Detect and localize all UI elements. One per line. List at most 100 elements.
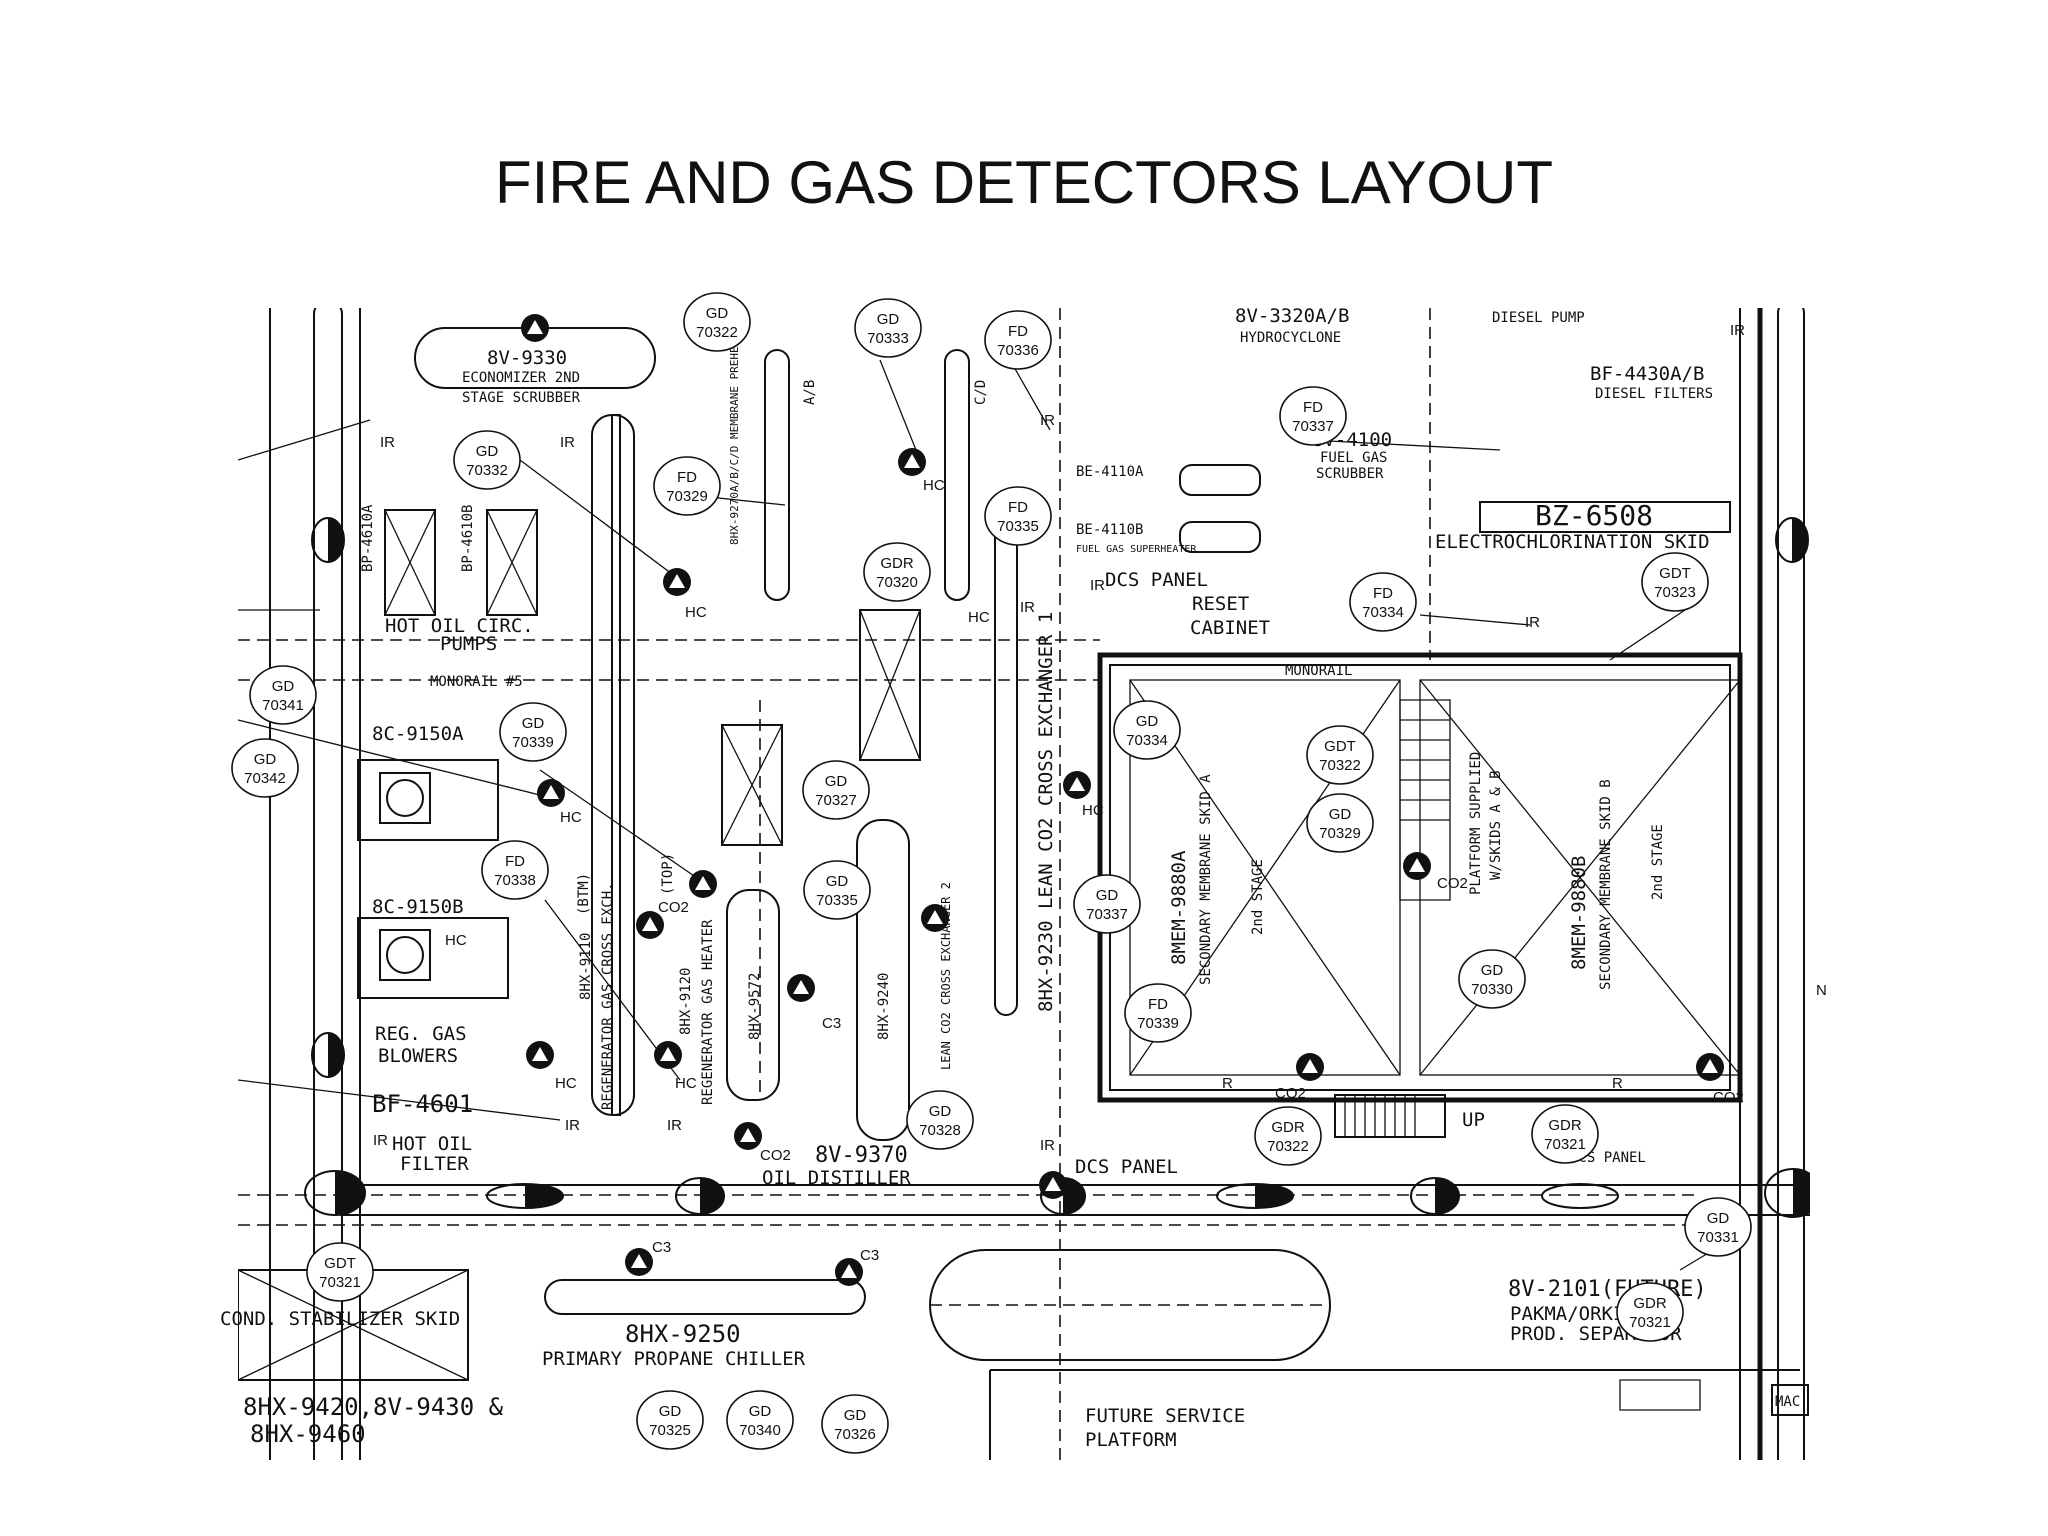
tag-n: N xyxy=(1816,982,1827,999)
label-scrubber: SCRUBBER xyxy=(1316,466,1384,482)
detector-type: GD xyxy=(1329,806,1352,823)
label-reset: RESET xyxy=(1192,593,1249,615)
detector-id: 70326 xyxy=(834,1426,876,1443)
detector-type: GD xyxy=(272,678,295,695)
detector-bubble-gd-70335: GD 70335 xyxy=(803,860,871,920)
detector-id: 70337 xyxy=(1292,418,1334,435)
tag-hc: HC xyxy=(560,809,582,826)
tag-hc: HC xyxy=(555,1075,577,1092)
tag-ir: IR xyxy=(1090,577,1105,594)
label-blowers: BLOWERS xyxy=(378,1045,458,1067)
hc-detector-icon xyxy=(1063,771,1091,799)
detector-type: GD xyxy=(254,751,277,768)
detector-id: 70332 xyxy=(466,462,508,479)
label-filter: FILTER xyxy=(400,1153,469,1175)
detector-id: 70329 xyxy=(666,488,708,505)
detector-id: 70331 xyxy=(1697,1229,1739,1246)
detector-bubble-gd-70329: GD 70329 xyxy=(1306,793,1374,853)
label-8hx-9110: 8HX-9110 xyxy=(578,933,594,1000)
label-8hx-9270: 8HX-9270A/B/C/D MEMBRANE PREHEATER xyxy=(728,319,741,545)
label-8mem-9880a: 8MEM-9880A xyxy=(1168,850,1190,965)
label-8hx-9230: 8HX-9230 LEAN CO2 CROSS EXCHANGER 1 xyxy=(1035,612,1057,1012)
label-electrochlorination: ELECTROCHLORINATION SKID xyxy=(1435,531,1710,553)
label-dcs-panel-bottom: DCS PANEL xyxy=(1075,1156,1178,1178)
label-8c-9150a: 8C-9150A xyxy=(372,723,464,745)
label-economizer: ECONOMIZER 2ND xyxy=(462,370,580,386)
hc-detector-icon xyxy=(663,568,691,596)
label-future-service: FUTURE SERVICE xyxy=(1085,1405,1245,1427)
label-be-4110b: BE-4110B xyxy=(1076,522,1143,538)
tag-co2: CO2 xyxy=(1713,1089,1744,1106)
symbol-tags: IR IR IR IR IR IR IR IR IR IR IR HC HC H… xyxy=(373,322,1827,1264)
tag-ir: IR xyxy=(1730,322,1745,339)
label-reg-gas: REG. GAS xyxy=(375,1023,467,1045)
detector-id: 70339 xyxy=(1137,1015,1179,1032)
tag-ir: IR xyxy=(1040,412,1055,429)
hc-detector-icon xyxy=(526,1041,554,1069)
hc-detector-icon xyxy=(835,1258,863,1286)
tag-ir: IR xyxy=(373,1132,388,1149)
detector-type: GD xyxy=(826,873,849,890)
detector-id: 70322 xyxy=(1319,757,1361,774)
label-8c-9150b: 8C-9150B xyxy=(372,896,464,918)
detector-type: GD xyxy=(749,1403,772,1420)
label-bf-4601: BF-4601 xyxy=(372,1090,473,1118)
detector-type: FD xyxy=(505,853,525,870)
detector-type: GD xyxy=(929,1103,952,1120)
tag-ir: IR xyxy=(667,1117,682,1134)
page-title: FIRE AND GAS DETECTORS LAYOUT xyxy=(495,149,1553,216)
label-top: (TOP) xyxy=(660,853,676,895)
detector-type: GDR xyxy=(1633,1295,1667,1312)
label-be-4110a: BE-4110A xyxy=(1076,464,1144,480)
detector-markers xyxy=(521,314,1724,1286)
detector-id: 70322 xyxy=(696,324,738,341)
detector-type: FD xyxy=(1303,399,1323,416)
label-dcs-panel-top: DCS PANEL xyxy=(1105,569,1208,591)
tag-r: R xyxy=(1612,1075,1623,1092)
hc-detector-icon xyxy=(689,870,717,898)
label-fuel-gas: FUEL GAS xyxy=(1320,450,1387,466)
tag-hc: HC xyxy=(1082,802,1104,819)
detector-id: 70330 xyxy=(1471,981,1513,998)
label-stage-scrubber: STAGE SCRUBBER xyxy=(462,390,581,406)
tag-co2: CO2 xyxy=(1437,875,1468,892)
hc-detector-icon xyxy=(537,779,565,807)
detector-id: 70321 xyxy=(1544,1136,1586,1153)
tag-r: R xyxy=(1222,1075,1233,1092)
label-oil-distiller: OIL DISTILLER xyxy=(762,1167,911,1189)
tag-ir: IR xyxy=(1020,599,1035,616)
label-8mem-9880b: 8MEM-9880B xyxy=(1568,856,1590,970)
tag-ir: IR xyxy=(1040,1137,1055,1154)
label-8hx-9420: 8HX-9420,8V-9430 & xyxy=(243,1393,504,1421)
detector-id: 70334 xyxy=(1362,604,1404,621)
hc-detector-icon xyxy=(625,1248,653,1276)
tag-ir: IR xyxy=(565,1117,580,1134)
detector-type: GD xyxy=(844,1407,867,1424)
label-8hx-9250: 8HX-9250 xyxy=(625,1320,741,1348)
detector-id: 70335 xyxy=(816,892,858,909)
detector-id: 70329 xyxy=(1319,825,1361,842)
detector-id: 70322 xyxy=(1267,1138,1309,1155)
hc-detector-icon xyxy=(921,904,949,932)
detector-id: 70339 xyxy=(512,734,554,751)
tag-ir: IR xyxy=(560,434,575,451)
label-diesel-pump: DIESEL PUMP xyxy=(1492,310,1585,326)
label-hot-oil: HOT OIL xyxy=(392,1133,472,1155)
detector-id: 70327 xyxy=(815,792,857,809)
label-platform: PLATFORM xyxy=(1085,1429,1177,1451)
label-8mem-9880b-desc: SECONDARY MEMBRANE SKID B xyxy=(1598,779,1614,990)
